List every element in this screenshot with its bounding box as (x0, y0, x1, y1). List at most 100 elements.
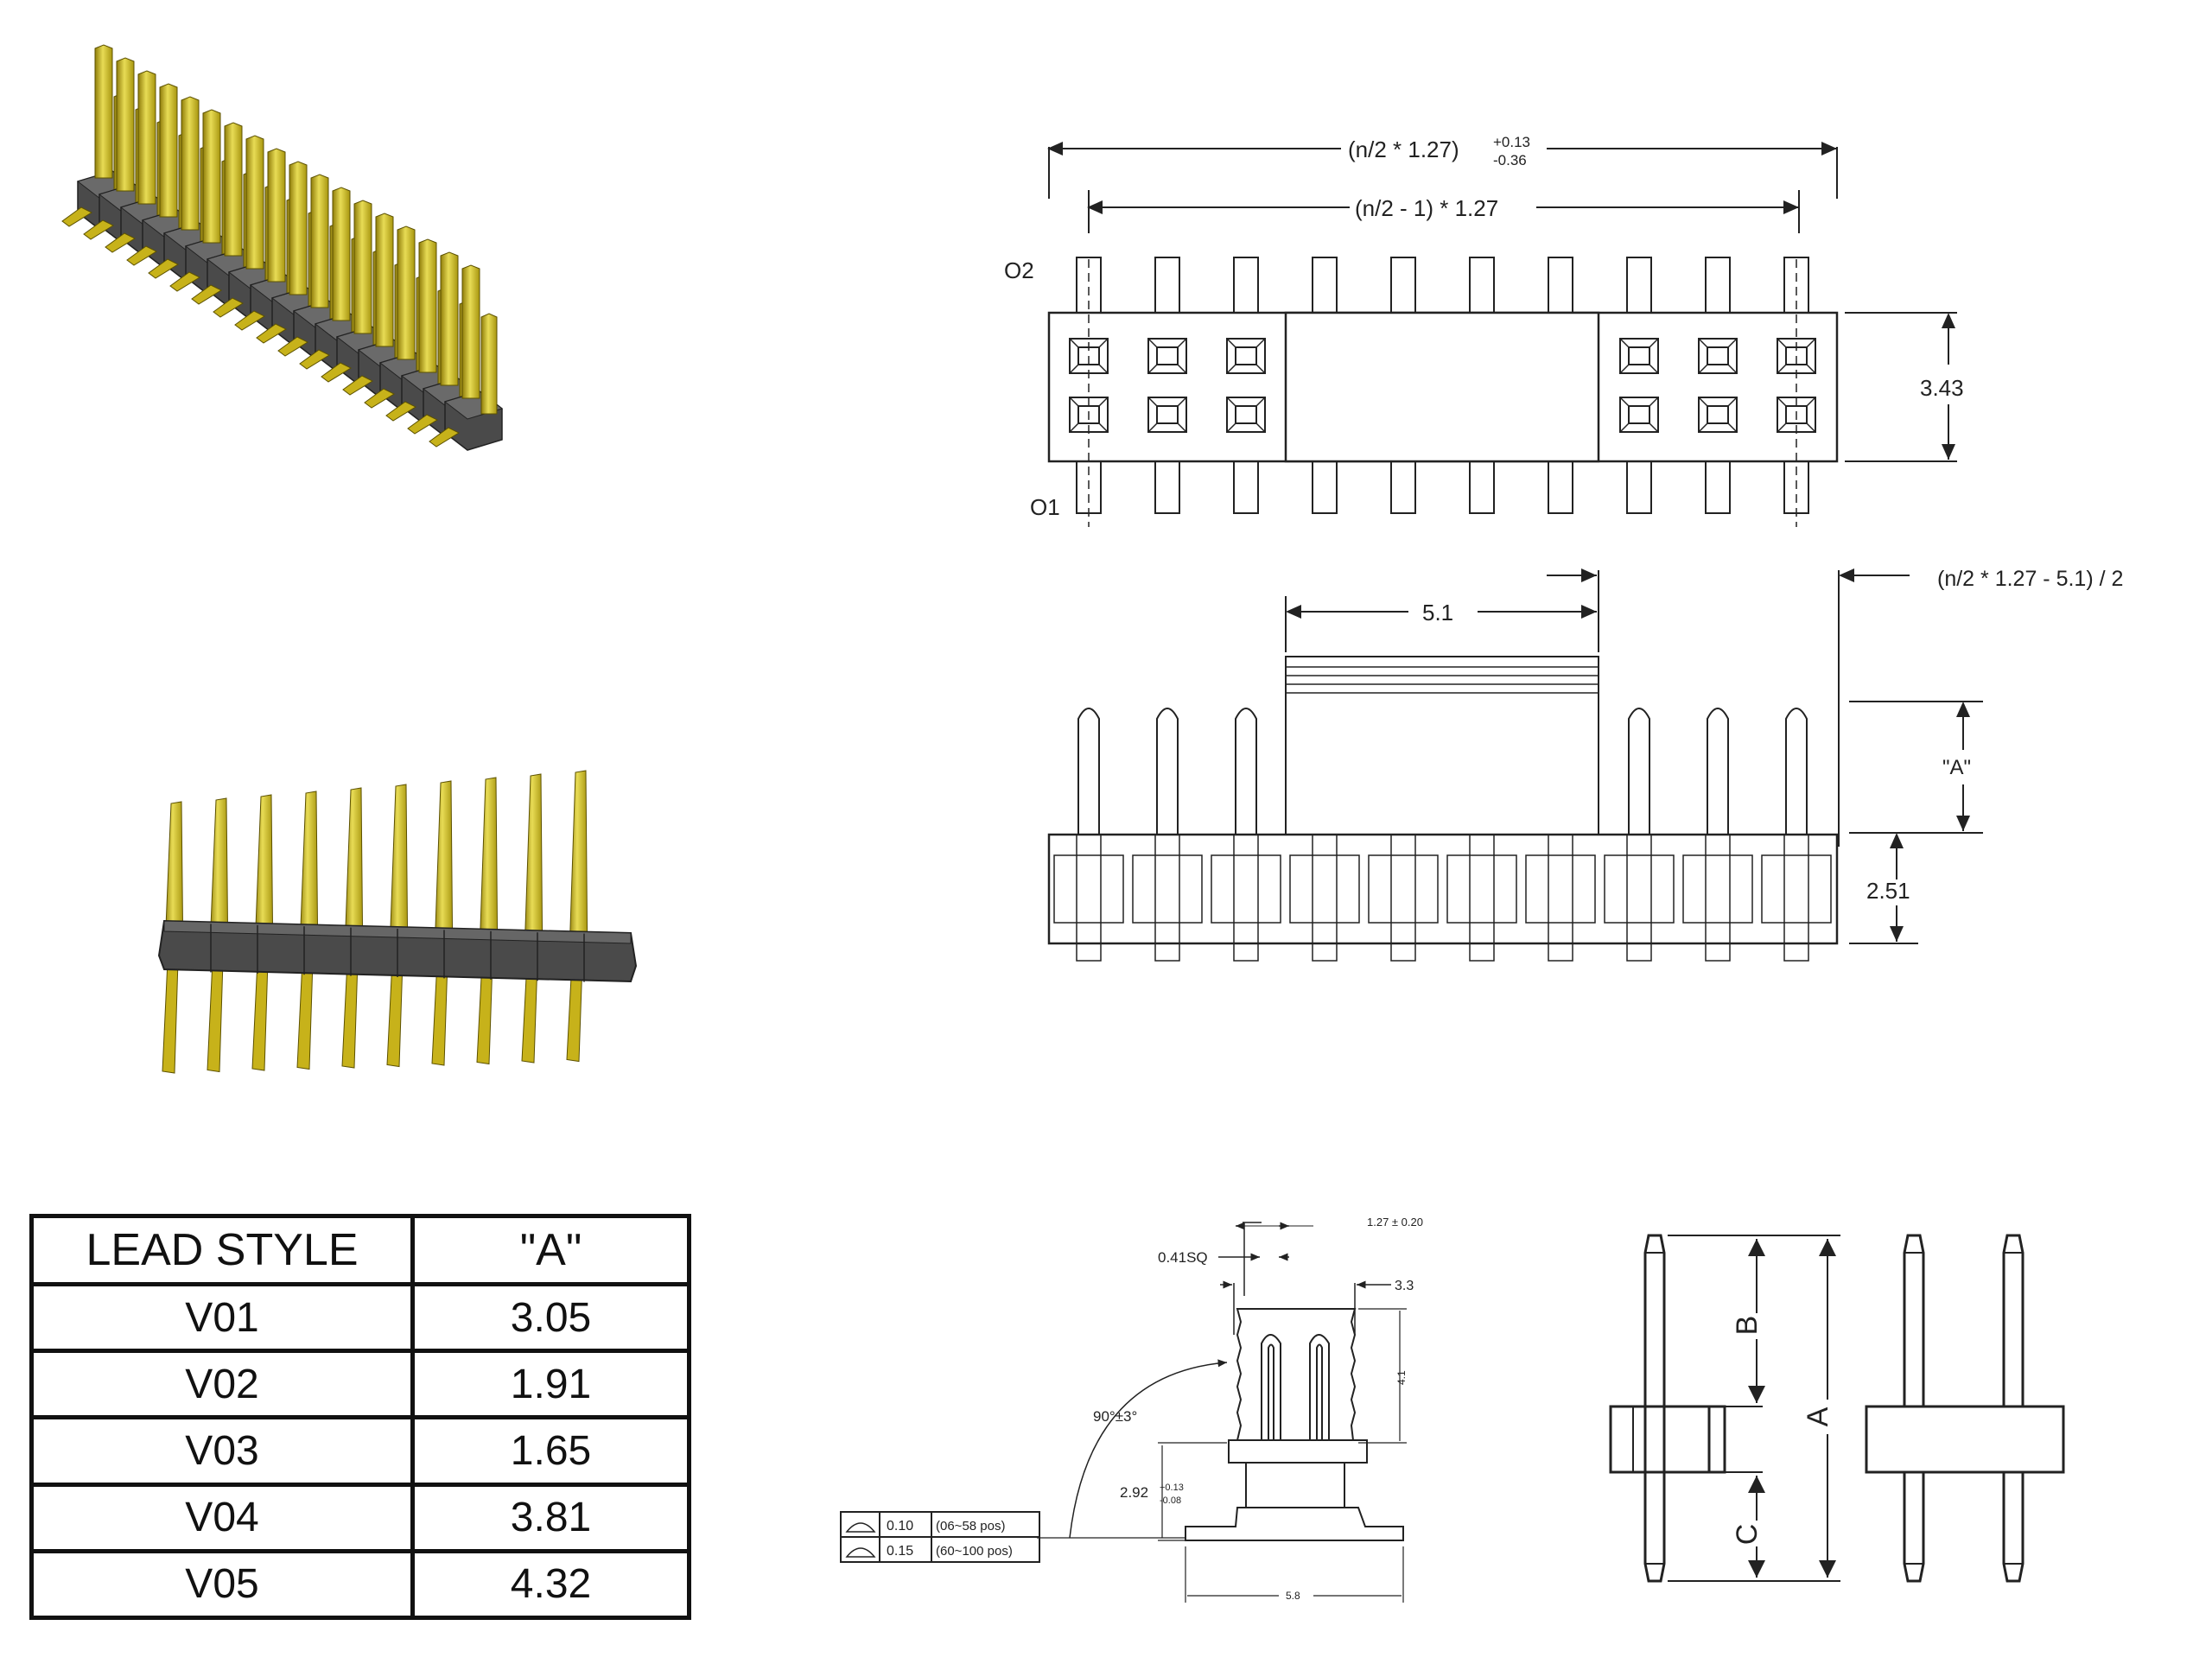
row-label-o1: O1 (1030, 494, 1060, 520)
gold-pin (310, 174, 329, 308)
housing-cell (1211, 854, 1281, 924)
housing-cell (1446, 854, 1517, 924)
smt-foot (1185, 1507, 1404, 1541)
pin-side (1785, 708, 1808, 835)
standoff-label: 2.92 (1120, 1484, 1148, 1501)
pitch-span-label: (n/2 - 1) * 1.27 (1355, 195, 1498, 221)
spacer-body (1609, 1405, 1726, 1474)
smt-foot (364, 388, 396, 409)
table-row: V05 4.32 (29, 1548, 691, 1621)
table-row: V01 3.05 (29, 1282, 691, 1354)
pin-side (1156, 708, 1179, 835)
flatness-icon (845, 1547, 876, 1558)
pin-side-lower (1705, 834, 1731, 962)
pin-square (1156, 346, 1179, 365)
pin-tail-bottom (1705, 460, 1731, 514)
pin-tail-top (1548, 257, 1573, 314)
gold-pin (137, 70, 156, 205)
pin-square (1235, 346, 1257, 365)
pin-chamfer (1147, 338, 1187, 374)
pin-loop-right (1309, 1334, 1330, 1440)
table-header-row: LEAD STYLE "A" (29, 1213, 691, 1287)
pin-chamfer (1147, 397, 1187, 433)
pin-square (1707, 346, 1729, 365)
body-width-label: 3.3 (1395, 1279, 1414, 1293)
straight-header-render (157, 770, 638, 1074)
pin-tail-top (1233, 257, 1259, 314)
smt-foot (126, 245, 158, 266)
standoff-tol-minus: -0.08 (1160, 1495, 1181, 1506)
lead-style-cell: V05 (29, 1548, 415, 1621)
gap-label: 5.1 (1422, 600, 1453, 625)
smt-foot (429, 427, 461, 448)
pin-square (1235, 405, 1257, 424)
gold-pin (375, 213, 394, 347)
pin-chamfer (1069, 397, 1109, 433)
smt-foot (277, 336, 309, 357)
smt-foot (61, 206, 93, 227)
lead-style-cell: V03 (29, 1415, 415, 1487)
table-row: V03 1.65 (29, 1415, 691, 1487)
pin-chamfer (1069, 338, 1109, 374)
pin-chamfer (1698, 338, 1738, 374)
pin-side-lower (1469, 834, 1495, 962)
pin-side-lower (1233, 834, 1259, 962)
smt-foot (213, 297, 245, 318)
smt-foot (407, 414, 439, 435)
pin-tail-bottom (1233, 460, 1259, 514)
total-length-tol-plus: +0.13 (1493, 134, 1530, 150)
pin-side (1628, 708, 1650, 835)
row-label-o2: O2 (1004, 257, 1034, 283)
flatness-icon (845, 1522, 876, 1533)
pitch-tolerance-label: 1.27 ± 0.20 (1367, 1216, 1423, 1229)
lead-style-cell: V02 (29, 1349, 415, 1420)
pin-sq-label: 0.41SQ (1158, 1249, 1208, 1266)
top-height-label: 3.43 (1920, 375, 1964, 401)
gold-pin-tail (251, 960, 269, 1071)
housing-cell (1525, 854, 1596, 924)
pin-side-lower (1390, 834, 1416, 962)
smt-foot (83, 219, 115, 240)
gold-pin (94, 44, 113, 179)
pin-tail-bottom (1626, 460, 1652, 514)
gold-pin (181, 96, 200, 231)
gold-pin-tail (386, 960, 404, 1068)
smt-foot (321, 362, 353, 383)
gold-pin (353, 200, 372, 334)
gold-pin (224, 122, 243, 257)
pin-length-drawing: B C A (1609, 1234, 2065, 1583)
housing-cell (1289, 854, 1360, 924)
housing-cell (1761, 854, 1832, 924)
pin-side (1235, 708, 1257, 835)
pin-side-lower (1312, 834, 1338, 962)
label-b: B (1731, 1316, 1764, 1336)
pin-tail-bottom (1312, 460, 1338, 514)
housing-cell (1053, 854, 1124, 924)
pin-side-lower (1548, 834, 1573, 962)
gold-pin-tail (162, 960, 179, 1074)
spacer-block (1285, 656, 1599, 835)
gold-pin-tail (296, 960, 314, 1070)
housing-cell (1368, 854, 1439, 924)
body-height-label: 4.1 (1395, 1370, 1408, 1385)
smt-foot (191, 284, 223, 305)
a-value-cell: 3.81 (410, 1482, 691, 1553)
smt-foot (234, 310, 266, 331)
smt-foot (385, 401, 417, 422)
pin-square (1628, 346, 1650, 365)
pin-side (1707, 708, 1729, 835)
standoff-tol-plus: +0.13 (1160, 1483, 1184, 1493)
gold-pin (202, 109, 221, 244)
pin-tail-top (1154, 257, 1180, 314)
gold-pin (267, 148, 286, 283)
smt-foot (256, 323, 288, 344)
gold-pin-tail (341, 960, 359, 1069)
housing-outline (1236, 1308, 1357, 1441)
gold-pin (332, 187, 351, 321)
base-block (1228, 1439, 1368, 1464)
pin-tail-bottom (1548, 460, 1573, 514)
base-width-label: 5.8 (1286, 1590, 1300, 1602)
pin-chamfer (1777, 397, 1816, 433)
pin-tail-bottom (1469, 460, 1495, 514)
gold-pin-tail (207, 960, 224, 1073)
